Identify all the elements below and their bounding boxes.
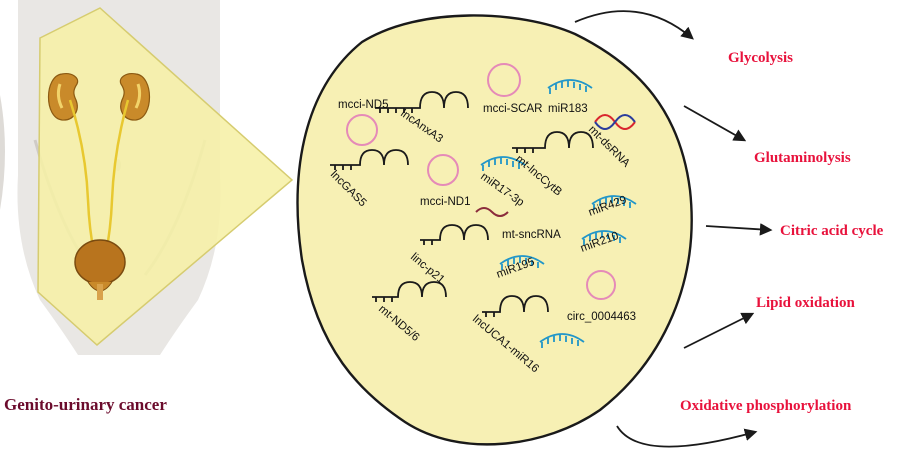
bladder-icon xyxy=(74,239,126,300)
label-mir183: miR183 xyxy=(548,103,588,115)
mirna-icon xyxy=(480,156,526,171)
kidney-icon xyxy=(48,73,79,121)
circular-rna-icon xyxy=(586,270,616,300)
cell-membrane xyxy=(296,14,693,446)
circular-rna-icon xyxy=(427,154,459,186)
pathway-glutaminolysis: Glutaminolysis xyxy=(754,150,851,166)
pathway-lipid-oxidation: Lipid oxidation xyxy=(756,295,855,311)
mirna-icon xyxy=(499,255,545,270)
hairpin-rna-icon xyxy=(375,91,469,113)
small-rna-icon xyxy=(475,207,509,217)
circular-rna-icon xyxy=(346,114,378,146)
caption: Genito-urinary cancer xyxy=(4,395,167,414)
mirna-icon xyxy=(591,195,637,210)
arrow-glutaminolysis xyxy=(683,105,747,142)
mirna-icon xyxy=(547,79,593,94)
label-circ-0004463: circ_0004463 xyxy=(567,311,636,323)
arrow-lipid-oxidation xyxy=(683,312,755,349)
double-strand-rna-icon xyxy=(594,114,636,130)
label-mcci-nd5: mcci-ND5 xyxy=(338,99,388,111)
mirna-icon xyxy=(581,230,627,245)
kidney-icon xyxy=(119,73,150,121)
hairpin-rna-icon xyxy=(372,281,447,302)
circular-rna-icon xyxy=(487,63,521,97)
pathway-glycolysis: Glycolysis xyxy=(728,50,793,66)
label-mcci-scar: mcci-SCAR xyxy=(483,103,542,115)
hairpin-rna-icon xyxy=(420,224,489,245)
hairpin-rna-icon xyxy=(330,149,409,170)
arrow-citric-acid-cycle xyxy=(705,223,773,236)
label-mt-sncrna: mt-sncRNA xyxy=(502,229,561,241)
arrow-glycolysis xyxy=(574,10,694,40)
pathway-oxidative-phosphorylation: Oxidative phosphorylation xyxy=(680,398,852,414)
label-mcci-nd1: mcci-ND1 xyxy=(420,196,470,208)
pathway-citric-acid-cycle: Citric acid cycle xyxy=(780,223,884,239)
arrow-oxidative-phosphorylation xyxy=(616,425,758,448)
mirna-icon xyxy=(539,333,585,348)
hairpin-rna-icon xyxy=(482,295,549,317)
hairpin-rna-icon xyxy=(512,131,594,153)
